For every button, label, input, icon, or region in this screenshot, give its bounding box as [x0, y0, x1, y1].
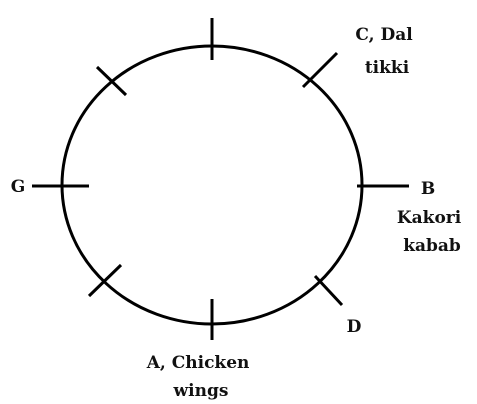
- seat-label-right-line-3: kabab: [403, 236, 461, 256]
- seat-label-bottom: A, Chicken wings: [146, 353, 256, 401]
- seat-marker-bottom-right: [313, 274, 344, 307]
- seat-label-right-letter: B: [421, 179, 435, 199]
- seat-marker-top-right: [301, 51, 339, 89]
- seat-label-bottom-right: D: [347, 317, 362, 337]
- round-table: [60, 44, 364, 326]
- seat-label-top-right-line-1: C, Dal: [355, 25, 413, 45]
- seat-label-bottom-line-2: wings: [173, 381, 229, 401]
- seat-label-right-line-2: Kakori: [397, 208, 462, 228]
- seat-label-bottom-line-1: A, Chicken: [146, 353, 250, 373]
- seat-marker-bottom-left: [87, 263, 123, 298]
- seat-label-top-right-line-2: tikki: [365, 58, 410, 78]
- seat-marker-top-left: [95, 65, 128, 97]
- seat-label-left: G: [11, 177, 26, 197]
- seat-label-top-right: C, Dal tikki: [355, 25, 418, 78]
- seat-label-right-text: Kakori kabab: [397, 208, 467, 256]
